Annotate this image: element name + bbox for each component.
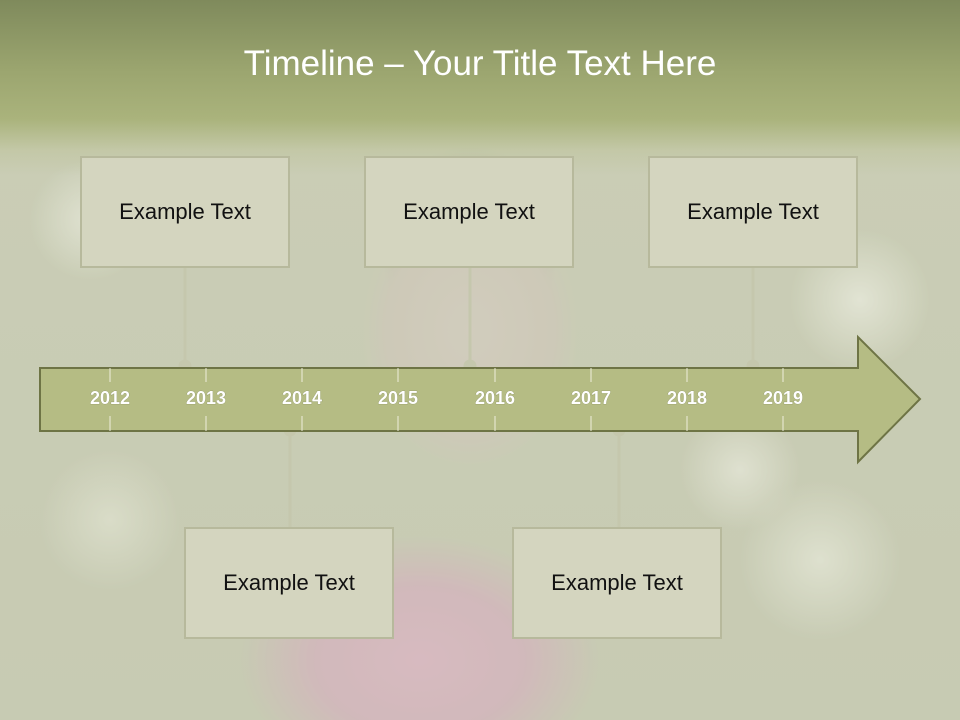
year-label-2019: 2019: [763, 388, 803, 408]
event-box-5: Example Text: [512, 527, 722, 639]
event-text-1: Example Text: [119, 199, 251, 224]
slide-title: Timeline – Your Title Text Here: [243, 44, 717, 83]
year-label-2012: 2012: [90, 388, 130, 408]
event-text-2: Example Text: [403, 199, 535, 224]
event-text-3: Example Text: [687, 199, 819, 224]
timeline-arrow: [39, 334, 922, 465]
event-box-4: Example Text: [184, 527, 394, 639]
event-box-2: Example Text: [364, 156, 574, 268]
event-text-4: Example Text: [223, 570, 355, 595]
year-label-2018: 2018: [667, 388, 707, 408]
year-label-2015: 2015: [378, 388, 418, 408]
year-label-2014: 2014: [282, 388, 322, 408]
year-label-2013: 2013: [186, 388, 226, 408]
title-band: [0, 0, 960, 175]
event-text-5: Example Text: [551, 570, 683, 595]
year-label-2016: 2016: [475, 388, 515, 408]
event-box-3: Example Text: [648, 156, 858, 268]
year-label-2017: 2017: [571, 388, 611, 408]
event-box-1: Example Text: [80, 156, 290, 268]
